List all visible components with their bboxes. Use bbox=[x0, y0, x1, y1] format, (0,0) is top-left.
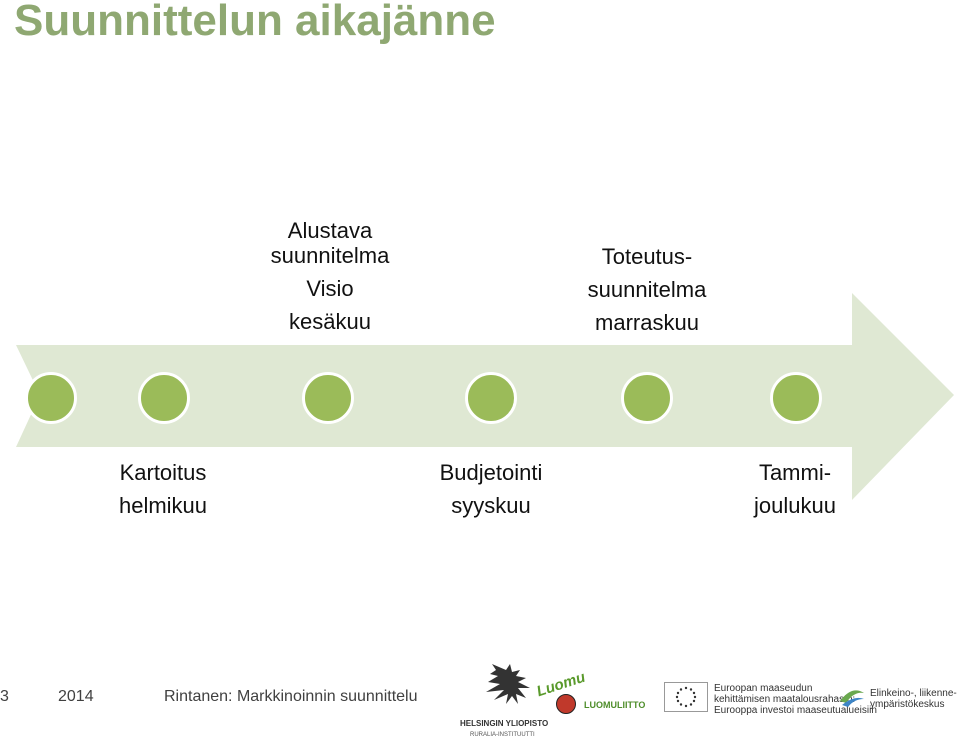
luomuliitto-text: LUOMULIITTO bbox=[584, 700, 646, 710]
milestone-text: marraskuu bbox=[595, 310, 699, 335]
milestone-text: joulukuu bbox=[754, 493, 836, 518]
milestone-label-visio: Alustava suunnitelma Visio kesäkuu bbox=[271, 218, 390, 334]
page-number: 3 bbox=[0, 688, 9, 705]
timeline-marker bbox=[25, 372, 77, 424]
helsinki-text: HELSINGIN YLIOPISTO bbox=[460, 719, 549, 728]
milestone-text: helmikuu bbox=[118, 493, 208, 518]
eu-flag-icon bbox=[664, 682, 708, 712]
helsinki-logo: HELSINGIN YLIOPISTO RURALIA-INSTITUUTTI bbox=[458, 660, 548, 740]
eu-text-line2: kehittämisen maatalousrahasto: bbox=[714, 694, 856, 705]
timeline-marker bbox=[621, 372, 673, 424]
eu-text-line1: Euroopan maaseudun bbox=[714, 683, 813, 694]
helsinki-emblem-icon bbox=[486, 664, 530, 704]
milestone-text: kesäkuu bbox=[289, 309, 371, 334]
milestone-text: Visio bbox=[306, 276, 354, 301]
timeline-marker bbox=[302, 372, 354, 424]
footer-year: 2014 bbox=[58, 688, 94, 705]
footer-author-title: Rintanen: Markkinoinnin suunnittelu bbox=[164, 688, 418, 705]
milestone-text: Alustava bbox=[287, 218, 373, 243]
milestone-text: Toteutus- bbox=[601, 244, 693, 269]
milestone-text: Tammi- bbox=[758, 460, 832, 485]
milestone-label-kartoitus: Kartoitus helmikuu bbox=[119, 456, 207, 522]
page-title: Suunnittelun aikajänne bbox=[14, 0, 496, 45]
ely-text-line2: ympäristökeskus bbox=[870, 699, 945, 710]
ely-logo-icon bbox=[838, 683, 866, 709]
milestone-text: suunnitelma bbox=[270, 243, 390, 268]
ladybug-icon bbox=[556, 694, 576, 714]
milestone-label-toteutus: Toteutus- suunnitelma marraskuu bbox=[588, 240, 707, 339]
timeline-marker bbox=[138, 372, 190, 424]
timeline-marker bbox=[465, 372, 517, 424]
milestone-text: Kartoitus bbox=[119, 460, 207, 485]
ruralia-text: RURALIA-INSTITUUTTI bbox=[470, 732, 535, 738]
milestone-text: syyskuu bbox=[451, 493, 531, 518]
milestone-label-tammi: Tammi- joulukuu bbox=[754, 456, 836, 522]
ely-text-line1: Elinkeino-, liikenne- ja bbox=[870, 688, 959, 699]
milestone-text: suunnitelma bbox=[587, 277, 707, 302]
eu-text-line3: Eurooppa investoi maaseutualueisiin bbox=[714, 705, 877, 716]
milestone-text: Budjetointi bbox=[439, 460, 543, 485]
timeline-marker bbox=[770, 372, 822, 424]
luomu-logo: Luomu LUOMULIITTO bbox=[535, 669, 654, 716]
milestone-label-budjetointi: Budjetointi syyskuu bbox=[440, 456, 543, 522]
